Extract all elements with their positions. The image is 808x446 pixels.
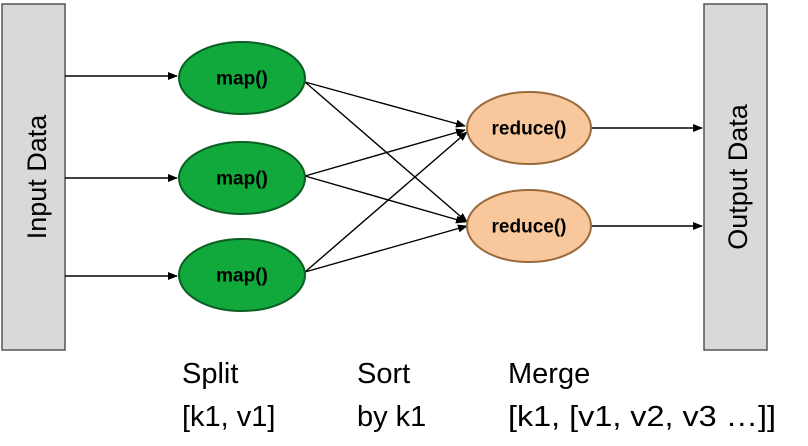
map-node-shape xyxy=(178,41,306,115)
edge-map-2-to-reduce-2 xyxy=(304,175,466,224)
reduce-node-1: reduce() xyxy=(466,91,592,165)
caption-split: Split [k1, v1] xyxy=(182,358,276,433)
caption-sort-title: Sort xyxy=(357,358,410,390)
caption-sort: Sort by k1 xyxy=(357,358,426,433)
edge-map-3-to-reduce-1 xyxy=(304,131,468,273)
caption-merge: Merge [k1, [v1, v2, v3 …]] xyxy=(508,358,776,433)
reduce-node-2: reduce() xyxy=(466,189,592,263)
map-node-label: map() xyxy=(216,69,268,90)
reduce-to-output-edges xyxy=(591,124,703,230)
input-data-label: Input Data xyxy=(22,114,52,240)
map-node-shape xyxy=(178,141,306,215)
map-node-label: map() xyxy=(216,169,268,190)
caption-split-detail: [k1, v1] xyxy=(182,401,276,433)
map-node-3: map() xyxy=(178,238,306,312)
caption-sort-detail: by k1 xyxy=(357,401,426,433)
map-to-reduce-edges xyxy=(304,81,468,273)
caption-merge-title: Merge xyxy=(508,358,590,390)
caption-split-title: Split xyxy=(182,358,238,390)
input-data-block: Input Data xyxy=(1,3,66,351)
caption-merge-detail: [k1, [v1, v2, v3 …]] xyxy=(508,401,776,433)
reduce-node-shape xyxy=(466,189,592,263)
output-data-label: Output Data xyxy=(723,103,753,250)
edge-map-3-to-reduce-2 xyxy=(304,224,468,273)
edge-map-1-to-reduce-1 xyxy=(304,81,466,128)
input-to-map-edges xyxy=(65,72,178,280)
output-data-block: Output Data xyxy=(703,3,768,351)
reduce-node-label: reduce() xyxy=(492,217,567,238)
input-data-box xyxy=(1,3,66,351)
edge-map-2-to-reduce-1 xyxy=(304,128,466,177)
map-node-label: map() xyxy=(216,266,268,287)
output-data-box xyxy=(703,3,768,351)
reduce-node-label: reduce() xyxy=(492,119,567,140)
map-node-2: map() xyxy=(178,141,306,215)
map-node-1: map() xyxy=(178,41,306,115)
reduce-node-shape xyxy=(466,91,592,165)
map-node-shape xyxy=(178,238,306,312)
